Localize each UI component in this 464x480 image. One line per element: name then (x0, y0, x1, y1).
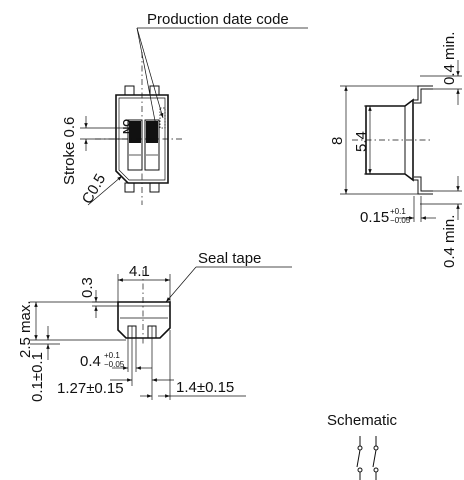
dim-pin-width-tol-lower: −0.05 (104, 360, 125, 369)
top-view (80, 27, 308, 206)
schematic-label: Schematic (327, 412, 398, 429)
on-mark-label: ON (120, 119, 131, 134)
dim-pin-width-tol-upper: +0.1 (104, 351, 120, 360)
dim-lead-min-bottom: 0.4 min. (441, 215, 458, 268)
front-view (30, 266, 292, 400)
dim-height-max: 2.5 max. (17, 300, 34, 358)
dim-width-8: 8 (329, 137, 346, 145)
dim-lead-thickness-tol-lower: −0.05 (390, 216, 411, 225)
side-view (340, 60, 462, 222)
dim-lead-thickness: 0.15 (360, 209, 389, 226)
dim-pin-width: 0.4 (80, 353, 101, 370)
dim-end-length: 1.4±0.15 (176, 379, 234, 396)
chamfer-label: C0.5 (79, 171, 110, 207)
dip-switch-schematic-icon (356, 436, 379, 480)
dim-pin-pitch: 1.27±0.15 (57, 380, 124, 397)
dim-standoff: 0.1±0.1 (29, 352, 46, 402)
dim-width-5-4: 5.4 (353, 131, 370, 152)
production-date-code-label: Production date code (147, 11, 289, 28)
stroke-label: Stroke 0.6 (61, 117, 78, 185)
dim-body-width: 4.1 (129, 263, 150, 280)
dim-lead-thickness-tol-upper: +0.1 (390, 207, 406, 216)
dim-top-offset: 0.3 (79, 277, 96, 298)
dim-lead-min-top: 0.4 min. (441, 32, 458, 85)
seal-tape-label: Seal tape (198, 250, 261, 267)
